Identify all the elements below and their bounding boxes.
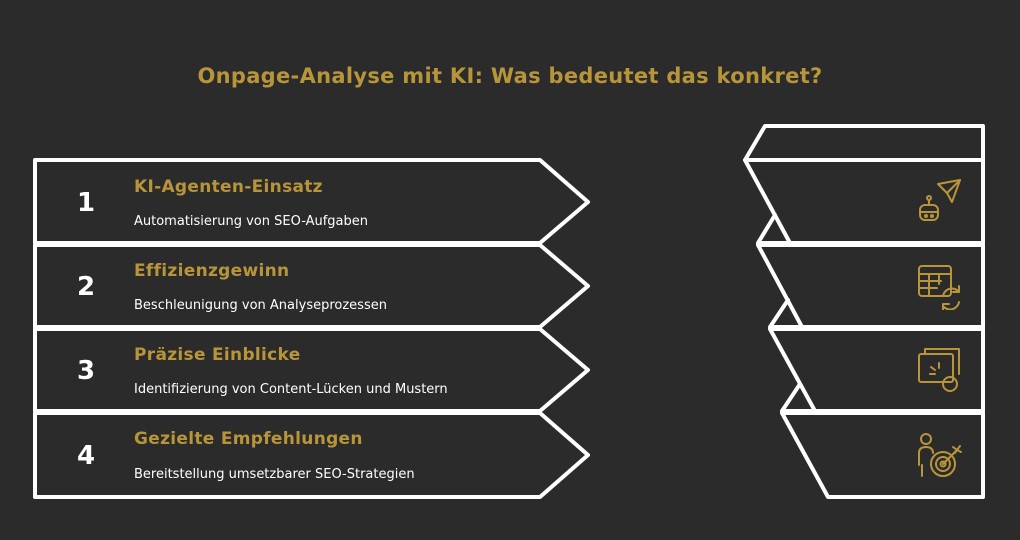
table-refresh-icon [918, 265, 960, 310]
step-arrow-3 [33, 327, 590, 413]
step-title-3: Präzise Einblicke [134, 345, 301, 365]
step-number-4: 4 [76, 441, 96, 471]
window-click-icon [918, 348, 960, 392]
step-arrow-1 [33, 158, 590, 245]
right-block-2-fold [768, 298, 804, 329]
step-title-2: Effizienzgewinn [134, 261, 290, 281]
step-number-1: 1 [76, 188, 96, 218]
robot-send-icon [919, 179, 961, 221]
right-block-1-fold [756, 213, 792, 245]
diagram-title: Onpage-Analyse mit KI: Was bedeutet das … [197, 64, 823, 88]
step-title-4: Gezielte Empfehlungen [134, 429, 363, 449]
step-description-1: Automatisierung von SEO-Aufgaben [134, 214, 369, 229]
step-description-4: Bereitstellung umsetzbarer SEO-Strategie… [134, 467, 415, 482]
step-arrow-2 [33, 243, 590, 329]
step-arrow-4 [33, 411, 590, 499]
step-title-1: KI-Agenten-Einsatz [134, 177, 323, 197]
person-target-icon [918, 433, 962, 477]
right-block-top [743, 124, 985, 162]
right-block-4 [780, 411, 985, 499]
step-number-2: 2 [76, 272, 96, 302]
right-block-3-fold [780, 382, 817, 413]
step-number-3: 3 [76, 356, 96, 386]
step-description-3: Identifizierung von Content-Lücken und M… [134, 382, 448, 397]
step-description-2: Beschleunigung von Analyseprozessen [134, 298, 387, 313]
